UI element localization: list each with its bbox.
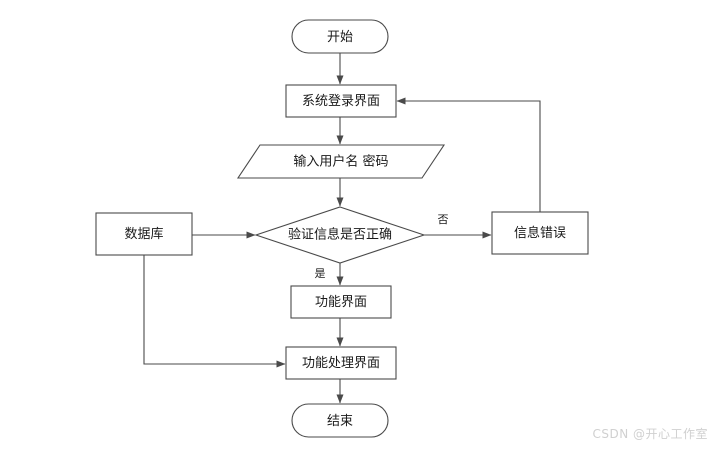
login-ui-process-shape xyxy=(285,84,397,118)
node-process-ui[interactable]: 功能处理界面 xyxy=(285,346,397,380)
edge-database-to-process xyxy=(143,255,286,368)
info-error-label: 信息错误 xyxy=(514,225,566,241)
csdn-watermark: CSDN @开心工作室 xyxy=(592,427,708,441)
feature-ui-process-shape xyxy=(290,285,392,319)
start-label: 开始 xyxy=(327,30,353,45)
input-credentials-label: 输入用户名 密码 xyxy=(293,154,388,170)
node-input-credentials[interactable]: 输入用户名 密码 xyxy=(236,144,446,179)
node-end[interactable]: 结束 xyxy=(291,403,389,438)
verify-decision-label: 验证信息是否正确 xyxy=(288,227,392,243)
process-ui-label: 功能处理界面 xyxy=(302,356,380,371)
end-terminator-shape xyxy=(291,403,389,438)
node-info-error[interactable]: 信息错误 xyxy=(491,211,589,255)
edge-group: 否 是 xyxy=(143,53,541,404)
verify-decision-shape xyxy=(254,206,426,264)
login-ui-label: 系统登录界面 xyxy=(302,94,380,109)
process-ui-process-shape xyxy=(285,346,397,380)
node-login-ui[interactable]: 系统登录界面 xyxy=(285,84,397,118)
end-label: 结束 xyxy=(327,414,353,429)
node-database[interactable]: 数据库 xyxy=(95,212,193,256)
input-credentials-parallelogram-shape xyxy=(236,144,446,179)
node-feature-ui[interactable]: 功能界面 xyxy=(290,285,392,319)
start-terminator-shape xyxy=(291,19,389,54)
info-error-process-shape xyxy=(491,211,589,255)
node-verify-decision[interactable]: 验证信息是否正确 xyxy=(254,206,426,264)
edge-label-no: 否 xyxy=(438,213,449,226)
edge-error-to-login xyxy=(396,97,541,212)
node-start[interactable]: 开始 xyxy=(291,19,389,54)
edge-label-yes: 是 xyxy=(315,267,326,280)
database-label: 数据库 xyxy=(124,226,163,242)
database-process-shape xyxy=(95,212,193,256)
feature-ui-label: 功能界面 xyxy=(315,295,367,310)
